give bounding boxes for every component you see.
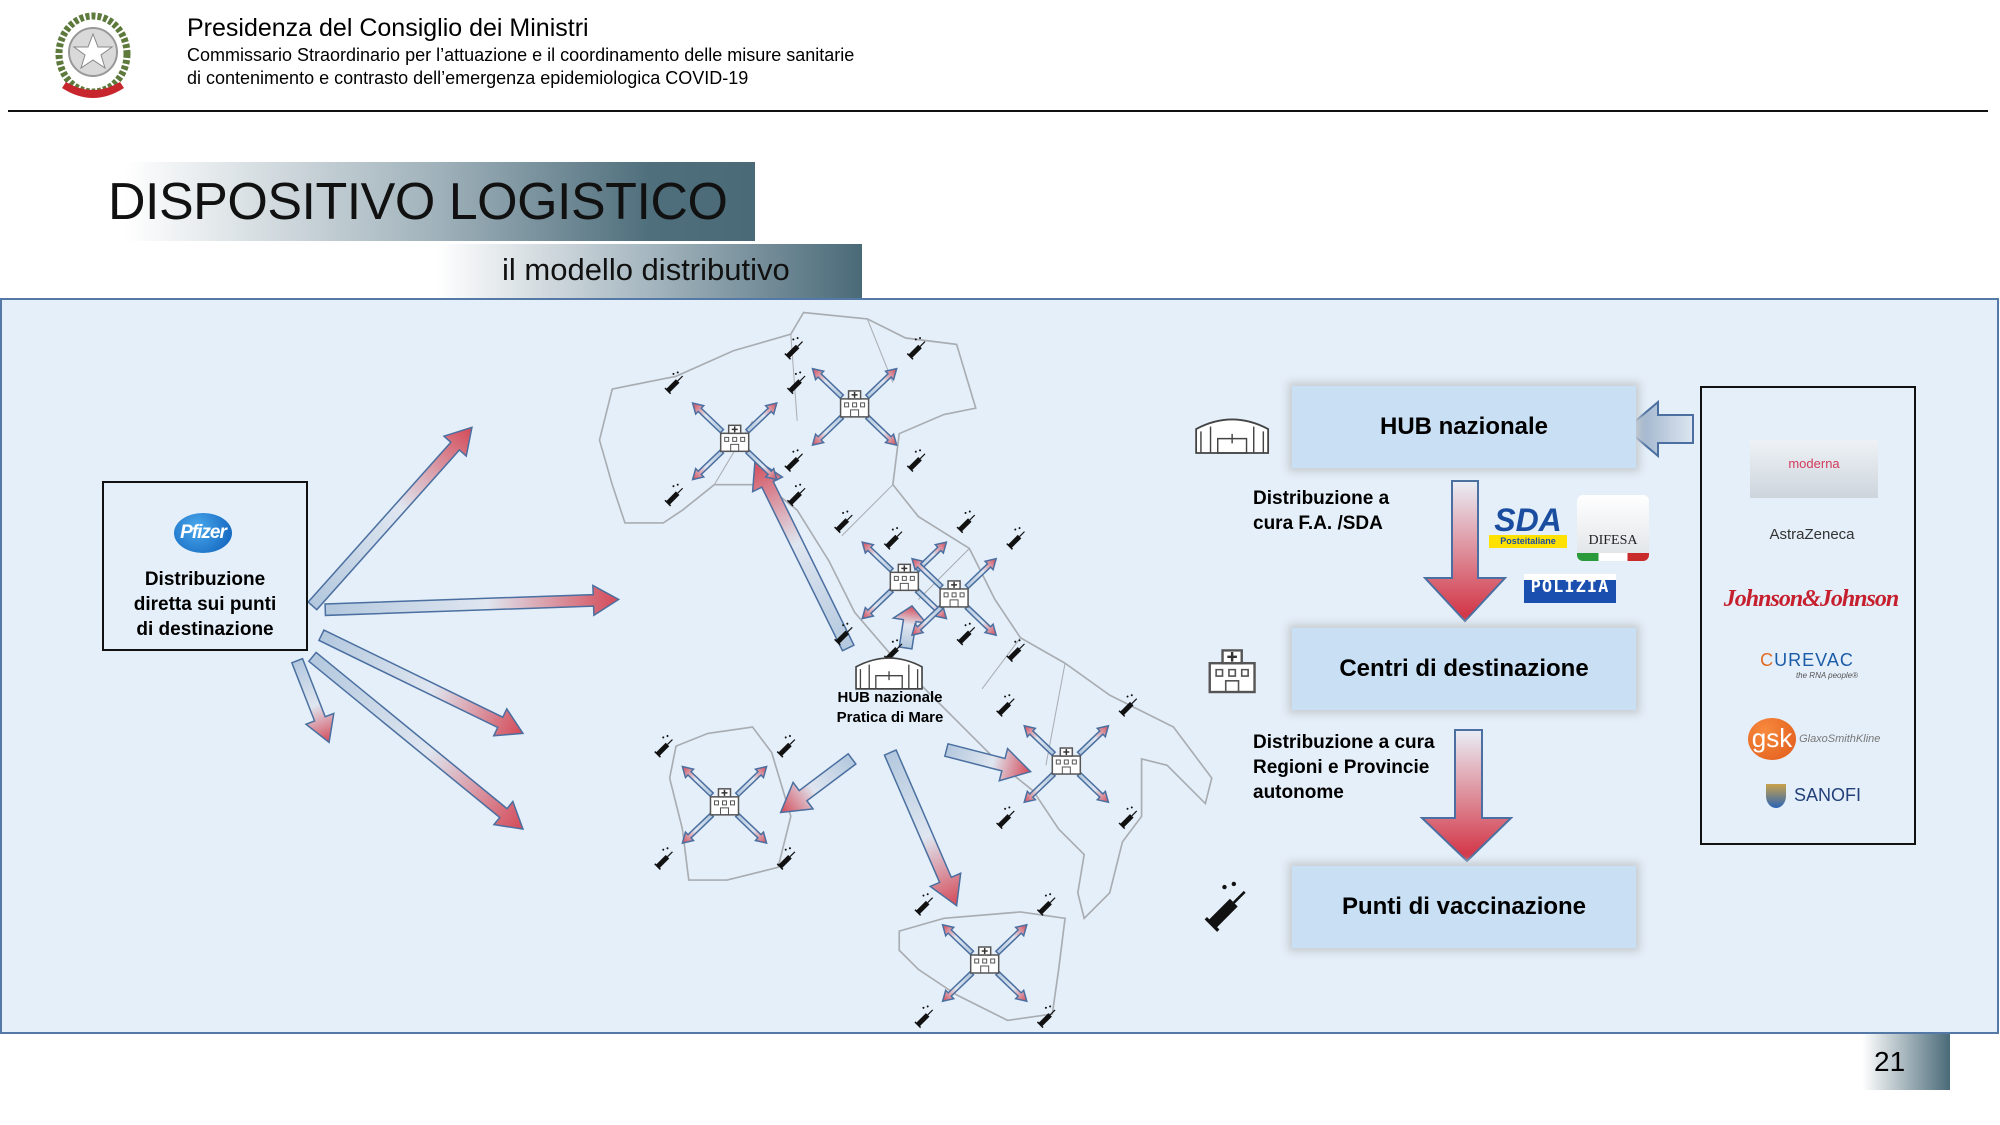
curevac-tagline: the RNA people® bbox=[1795, 671, 1859, 680]
centri-destinazione-box: Centri di destinazione bbox=[1292, 628, 1636, 710]
johnson-johnson-logo: Johnson&Johnson bbox=[1723, 586, 1899, 612]
slide-subtitle: il modello distributivo bbox=[502, 252, 790, 287]
sanofi-mark-icon bbox=[1766, 784, 1786, 808]
subtitle-band: il modello distributivo bbox=[330, 244, 862, 298]
org-subtitle-1: Commissario Straordinario per l’attuazio… bbox=[187, 45, 855, 65]
sanofi-logo: SANOFI bbox=[1766, 784, 1896, 808]
pfizer-direct-box: Pfizer Distribuzione diretta sui punti d… bbox=[102, 481, 308, 651]
sda-text: SDA bbox=[1494, 502, 1562, 538]
map-hub-label: HUB nazionale Pratica di Mare bbox=[836, 689, 944, 726]
astrazeneca-logo: AstraZeneca bbox=[1769, 526, 1855, 543]
manufacturers-box: moderna AstraZeneca Johnson&Johnson CURE… bbox=[1700, 386, 1916, 845]
polizia-logo: POLIZIA bbox=[1524, 574, 1616, 603]
sda-sub-text: Posteitaliane bbox=[1489, 535, 1567, 548]
curevac-text: UREVAC bbox=[1774, 650, 1854, 670]
gsk-fullname: GlaxoSmithKline bbox=[1799, 732, 1881, 745]
sanofi-text: SANOFI bbox=[1794, 784, 1862, 805]
org-subtitle-2: di contenimento e contrasto dell’emergen… bbox=[187, 68, 749, 88]
gsk-logo: gsk GlaxoSmithKline bbox=[1748, 718, 1918, 760]
hub-nazionale-box: HUB nazionale bbox=[1292, 386, 1636, 468]
org-title: Presidenza del Consiglio dei Ministri bbox=[187, 14, 589, 42]
header-divider bbox=[8, 110, 1988, 112]
title-band: DISPOSITIVO LOGISTICO bbox=[55, 162, 755, 241]
slide-title: DISPOSITIVO LOGISTICO bbox=[108, 173, 728, 231]
pfizer-logo: Pfizer bbox=[174, 513, 232, 553]
pfizer-description: Distribuzione diretta sui punti di desti… bbox=[133, 569, 277, 640]
punti-vaccinazione-box: Punti di vaccinazione bbox=[1292, 866, 1636, 948]
page-number: 21 bbox=[1874, 1046, 1906, 1077]
republic-emblem-logo bbox=[55, 12, 131, 98]
gsk-mark: gsk bbox=[1748, 718, 1796, 760]
distribution-note-fa-sda: Distribuzione a cura F.A. /SDA bbox=[1253, 488, 1390, 534]
moderna-logo: moderna bbox=[1750, 440, 1878, 498]
distribution-note-regioni: Distribuzione a cura Regioni e Provincie… bbox=[1253, 732, 1435, 803]
page-number-band: 21 bbox=[1862, 1034, 1950, 1090]
curevac-c: C bbox=[1760, 650, 1775, 670]
difesa-logo: DIFESA bbox=[1577, 495, 1649, 561]
